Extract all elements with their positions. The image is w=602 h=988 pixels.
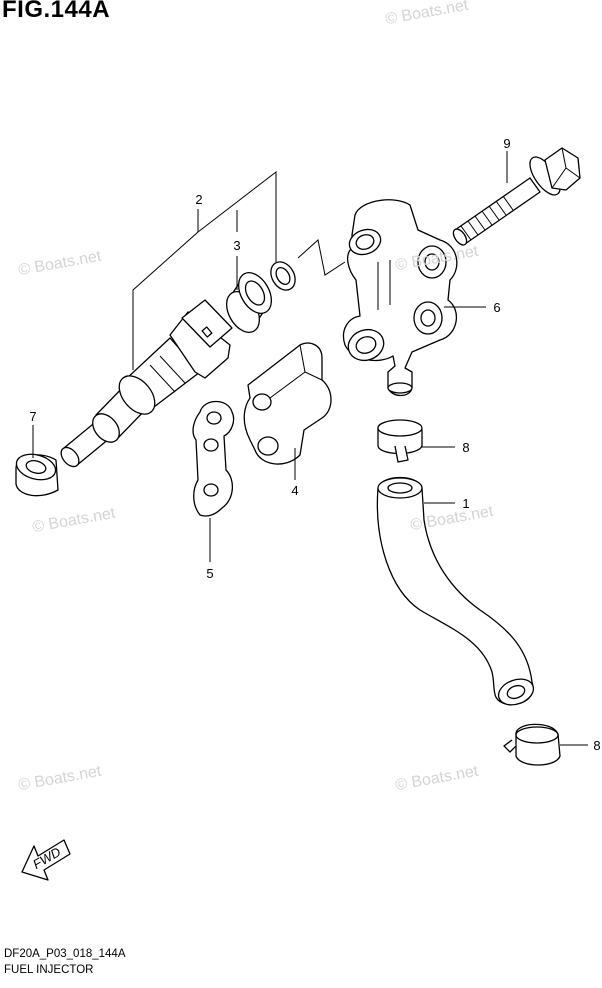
callout-8-bottom[interactable]: 8 [593,738,600,753]
fuel-hose-part[interactable] [376,476,537,710]
callout-1[interactable]: 1 [462,496,469,511]
seal-part[interactable] [220,267,278,338]
alignment-line [297,239,346,276]
hose-clip-top-part[interactable] [377,419,423,463]
leader-lines [32,151,588,746]
callout-labels: 2 3 9 6 7 8 1 4 5 8 [29,136,600,753]
fuel-rail-part[interactable] [342,199,458,397]
callout-4[interactable]: 4 [291,483,298,498]
callout-7[interactable]: 7 [29,409,36,424]
callout-5[interactable]: 5 [206,566,213,581]
bolt-part[interactable] [451,147,581,247]
callout-2[interactable]: 2 [195,192,202,207]
callout-9[interactable]: 9 [503,136,510,151]
fuel-injector-part[interactable] [58,299,233,470]
drawing-code: DF20A_P03_018_144A [4,948,126,960]
gasket-part[interactable] [192,400,235,517]
o-ring-part[interactable] [266,258,300,295]
callout-3[interactable]: 3 [233,238,240,253]
hose-clip-bottom-part[interactable] [503,723,561,766]
figure-caption: FUEL INJECTOR [4,964,94,976]
callout-8-top[interactable]: 8 [462,440,469,455]
figure-title: FIG.144A [2,0,111,23]
fwd-direction-arrow: FWD [21,839,71,881]
cushion-ring-part[interactable] [14,450,59,497]
holder-block-part[interactable] [243,342,332,465]
callout-6[interactable]: 6 [493,300,500,315]
